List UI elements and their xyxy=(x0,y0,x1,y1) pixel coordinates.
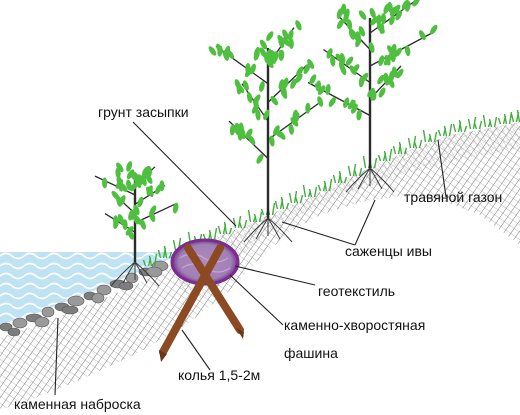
label-grass-lawn: травяной газон xyxy=(404,189,503,205)
willow-seedlings xyxy=(94,0,438,287)
grass-tuft-icon xyxy=(274,196,290,210)
grass-tuft-icon xyxy=(377,148,393,162)
label-riprap: каменная наброска xyxy=(14,396,141,412)
stone-icon xyxy=(61,305,79,315)
grass-tuft-icon xyxy=(317,178,333,192)
grass-tuft-icon xyxy=(302,184,318,198)
grass-tuft-icon xyxy=(202,227,218,241)
stone-icon xyxy=(41,306,55,318)
stone-icon xyxy=(34,316,50,328)
grass-tuft-icon xyxy=(392,141,408,155)
grass-tuft-icon xyxy=(347,163,363,177)
grass-tuft-icon xyxy=(467,116,483,130)
grass-tuft-icon xyxy=(482,114,498,128)
grass-tuft-icon xyxy=(452,119,468,133)
embankment-soil xyxy=(0,122,520,410)
stone-icon xyxy=(118,281,134,291)
stone-icon xyxy=(67,295,85,307)
label-stakes: колья 1,5-2м xyxy=(178,367,261,383)
label-geotextile: геотекстиль xyxy=(318,283,396,299)
willow-tree-icon xyxy=(307,0,438,193)
grass-tuft-icon xyxy=(407,135,423,149)
stone-icon xyxy=(145,266,163,278)
wooden-stake-icon xyxy=(159,244,244,362)
stone-icon xyxy=(7,327,21,337)
label-fascine-2: фашина xyxy=(284,345,338,361)
grass-tuft-icon xyxy=(437,123,453,137)
grass-tuft-icon xyxy=(288,190,304,204)
grass-tuft-icon xyxy=(332,170,348,184)
water-body xyxy=(0,252,172,325)
label-backfill: грунт засыпки xyxy=(98,104,189,120)
stone-icon xyxy=(0,322,13,332)
riprap-stones xyxy=(0,260,169,337)
grass-tuft-icon xyxy=(497,111,513,125)
stone-icon xyxy=(12,317,28,329)
grass-tuft-icon xyxy=(232,215,248,229)
grass-tuft-icon xyxy=(422,129,438,143)
grass-tuft-icon xyxy=(510,109,520,123)
grass-tuft-icon xyxy=(142,253,158,267)
grass-tuft-icon xyxy=(157,245,173,259)
label-fascine: каменно-хворостяная xyxy=(284,317,426,333)
leader-lines xyxy=(54,121,447,396)
stone-icon xyxy=(96,284,112,296)
label-willow-seedlings: саженцы ивы xyxy=(345,243,432,259)
stone-icon xyxy=(91,292,105,304)
grass-tuft-icon xyxy=(247,209,263,223)
willow-tree-icon xyxy=(94,161,179,287)
grass-tuft-icon xyxy=(217,221,233,235)
willow-tree-icon xyxy=(208,20,324,243)
